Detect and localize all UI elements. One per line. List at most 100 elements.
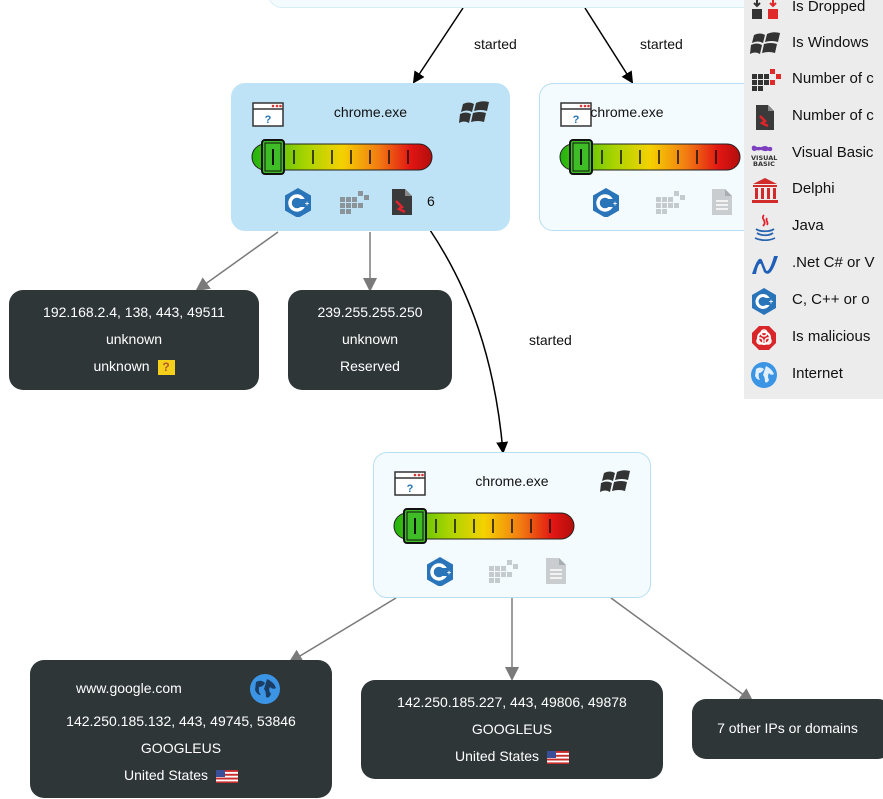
network-node[interactable]: 192.168.2.4, 138, 443, 49511 unknown unk… — [9, 290, 259, 390]
process-name: chrome.exe — [475, 473, 549, 489]
connection-asn: GOOGLEUS — [471, 721, 553, 737]
edge-started-3 — [429, 229, 509, 454]
network-node[interactable]: 239.255.255.250 unknown Reserved — [288, 290, 452, 390]
legend-panel: Is Dropped Is Windows Number of c Number… — [744, 0, 883, 399]
c-cpp-icon: + — [593, 188, 619, 217]
legend-label: .Net C# or V — [792, 254, 875, 271]
process-node[interactable]: ? chrome.exe + — [231, 83, 510, 231]
connection-endpoints: 142.250.185.227, 443, 49806, 49878 — [397, 694, 627, 710]
legend-item: VISUAL BASIC Visual Basic — [750, 140, 883, 168]
delphi-icon — [752, 178, 778, 203]
connection-endpoints: 192.168.2.4, 138, 443, 49511 — [43, 304, 225, 320]
edge-label-started: started — [640, 36, 683, 52]
legend-item: .Net C# or V — [750, 250, 883, 278]
svg-text:+: + — [613, 201, 617, 208]
legend-label: Is Windows — [792, 34, 869, 51]
legend-item: Internet — [750, 361, 883, 389]
legend-item: Is malicious — [750, 324, 883, 352]
network-node[interactable]: www.google.com 142.250.185.132, 443, 497… — [30, 660, 332, 798]
unknown-flag-icon: ? — [157, 359, 175, 375]
legend-label: Internet — [792, 365, 843, 382]
legend-item: Number of c — [750, 66, 883, 94]
connection-country: Reserved — [340, 358, 400, 374]
dotnet-icon — [752, 256, 778, 274]
connection-endpoints: 239.255.255.250 — [317, 304, 423, 320]
legend-label: Delphi — [792, 180, 835, 197]
number-of-created-icon — [752, 69, 781, 91]
legend-label: C, C++ or o — [792, 291, 870, 308]
c-cpp-icon: + — [427, 557, 453, 586]
edge-started-2 — [584, 7, 634, 84]
connection-asn: GOOGLEUS — [140, 740, 222, 756]
legend-item: + C, C++ or o — [750, 287, 883, 315]
connection-asn: unknown — [341, 331, 399, 347]
svg-text:?: ? — [573, 114, 580, 126]
legend-label: Number of c — [792, 107, 874, 124]
java-icon — [754, 214, 776, 241]
svg-text:VISUAL: VISUAL — [751, 154, 777, 162]
number-of-created-icon — [489, 560, 518, 583]
connection-asn: unknown — [105, 331, 163, 347]
edge-started-1 — [412, 7, 464, 84]
windows-icon — [600, 470, 630, 492]
edge-to-net-5 — [610, 597, 754, 703]
svg-text:+: + — [305, 201, 309, 208]
number-of-created-icon — [656, 191, 685, 214]
process-node[interactable]: ? chrome.exe + — [373, 452, 651, 598]
more-connections-node[interactable]: 7 other IPs or domains — [692, 699, 883, 759]
svg-text:?: ? — [407, 483, 414, 495]
legend-label: Visual Basic — [792, 144, 874, 161]
network-node[interactable]: 142.250.185.227, 443, 49806, 49878 GOOGL… — [361, 680, 663, 779]
edge-label-started: started — [474, 36, 517, 52]
internet-icon — [250, 674, 280, 704]
edge-to-net-1 — [195, 231, 279, 292]
svg-text:?: ? — [265, 114, 272, 126]
legend-label: Is malicious — [792, 328, 871, 345]
legend-item: Is Dropped — [750, 0, 883, 22]
file-icon — [546, 558, 566, 584]
window-app-icon: ? — [252, 102, 284, 127]
connection-domain: www.google.com — [76, 680, 182, 696]
legend-item: Number of c — [750, 103, 883, 131]
malicious-icon — [752, 326, 776, 350]
window-app-icon: ? — [560, 102, 592, 127]
visual-basic-icon: VISUAL BASIC — [751, 145, 777, 168]
window-app-icon: ? — [394, 471, 426, 496]
connection-endpoints: 142.250.185.132, 443, 49745, 53846 — [66, 713, 296, 729]
threat-meter — [559, 139, 741, 175]
dropped-file-icon — [392, 189, 412, 215]
edge-label-started: started — [529, 332, 572, 348]
connection-country: United States — [361, 748, 663, 764]
svg-text:+: + — [447, 570, 451, 577]
edge-to-net-3 — [288, 597, 397, 664]
parent-process-node[interactable] — [268, 0, 768, 8]
legend-item: Delphi — [750, 176, 883, 204]
c-cpp-icon: + — [752, 288, 776, 315]
svg-text:BASIC: BASIC — [753, 160, 775, 168]
dropped-count: 6 — [427, 193, 435, 209]
connection-country: unknown? — [9, 358, 259, 375]
us-flag-icon — [216, 769, 239, 783]
internet-icon — [751, 362, 777, 388]
number-of-created-icon — [340, 191, 369, 214]
us-flag-icon — [547, 750, 570, 764]
legend-label: Is Dropped — [792, 0, 866, 15]
process-name: chrome.exe — [590, 104, 664, 120]
legend-item: Is Windows — [750, 30, 883, 58]
threat-meter — [393, 508, 575, 544]
dropped-icon — [752, 0, 778, 19]
legend-label: Number of c — [792, 70, 874, 87]
windows-icon — [459, 101, 489, 123]
other-ips-label: 7 other IPs or domains — [717, 720, 858, 736]
threat-meter — [251, 139, 433, 175]
legend-item: Java — [750, 213, 883, 241]
connection-country: United States — [30, 767, 332, 783]
windows-icon — [750, 32, 780, 54]
svg-text:+: + — [769, 299, 773, 306]
legend-label: Java — [792, 217, 824, 234]
process-name: chrome.exe — [333, 104, 408, 120]
file-icon — [712, 189, 732, 215]
number-of-files-icon — [756, 105, 774, 130]
c-cpp-icon: + — [285, 188, 311, 217]
